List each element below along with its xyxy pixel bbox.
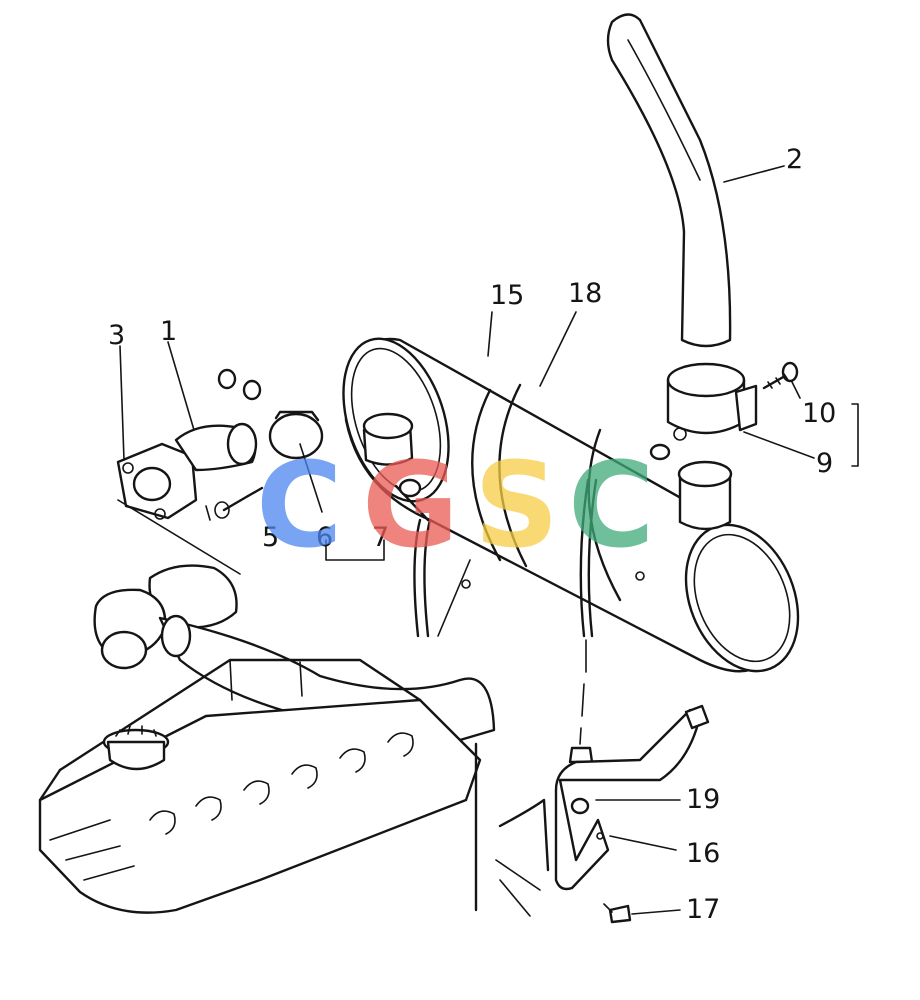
engine-block bbox=[38, 564, 496, 914]
callout-9: 9 bbox=[816, 448, 833, 479]
callout-16: 16 bbox=[686, 838, 720, 869]
callout-19: 19 bbox=[686, 784, 720, 815]
callout-3: 3 bbox=[108, 320, 125, 351]
mounting-bolt bbox=[568, 639, 594, 764]
tail-pipe bbox=[606, 13, 732, 348]
exhaust-elbow-group bbox=[116, 368, 430, 575]
callout-17: 17 bbox=[686, 894, 720, 925]
callout-5: 5 bbox=[262, 522, 279, 553]
pipe-clamp bbox=[666, 361, 799, 441]
leader-lines bbox=[119, 165, 859, 915]
callout-18: 18 bbox=[568, 278, 602, 309]
callout-1: 1 bbox=[160, 316, 177, 347]
callout-7: 7 bbox=[372, 522, 389, 553]
callout-15: 15 bbox=[490, 280, 524, 311]
watermark-letter-s: S bbox=[474, 436, 559, 574]
callout-labels: 2 15 18 3 1 10 9 5 6 7 19 16 17 bbox=[108, 144, 836, 925]
watermark-letter-c1: C bbox=[256, 436, 343, 574]
watermark-letter-g: G bbox=[362, 436, 459, 574]
callout-6: 6 bbox=[316, 522, 333, 553]
watermark-logo: C G S C bbox=[256, 436, 655, 574]
muffler-bracket bbox=[495, 704, 710, 924]
watermark-letter-c2: C bbox=[568, 436, 655, 574]
callout-2: 2 bbox=[786, 144, 803, 175]
callout-10: 10 bbox=[802, 398, 836, 429]
muffler bbox=[342, 337, 800, 673]
